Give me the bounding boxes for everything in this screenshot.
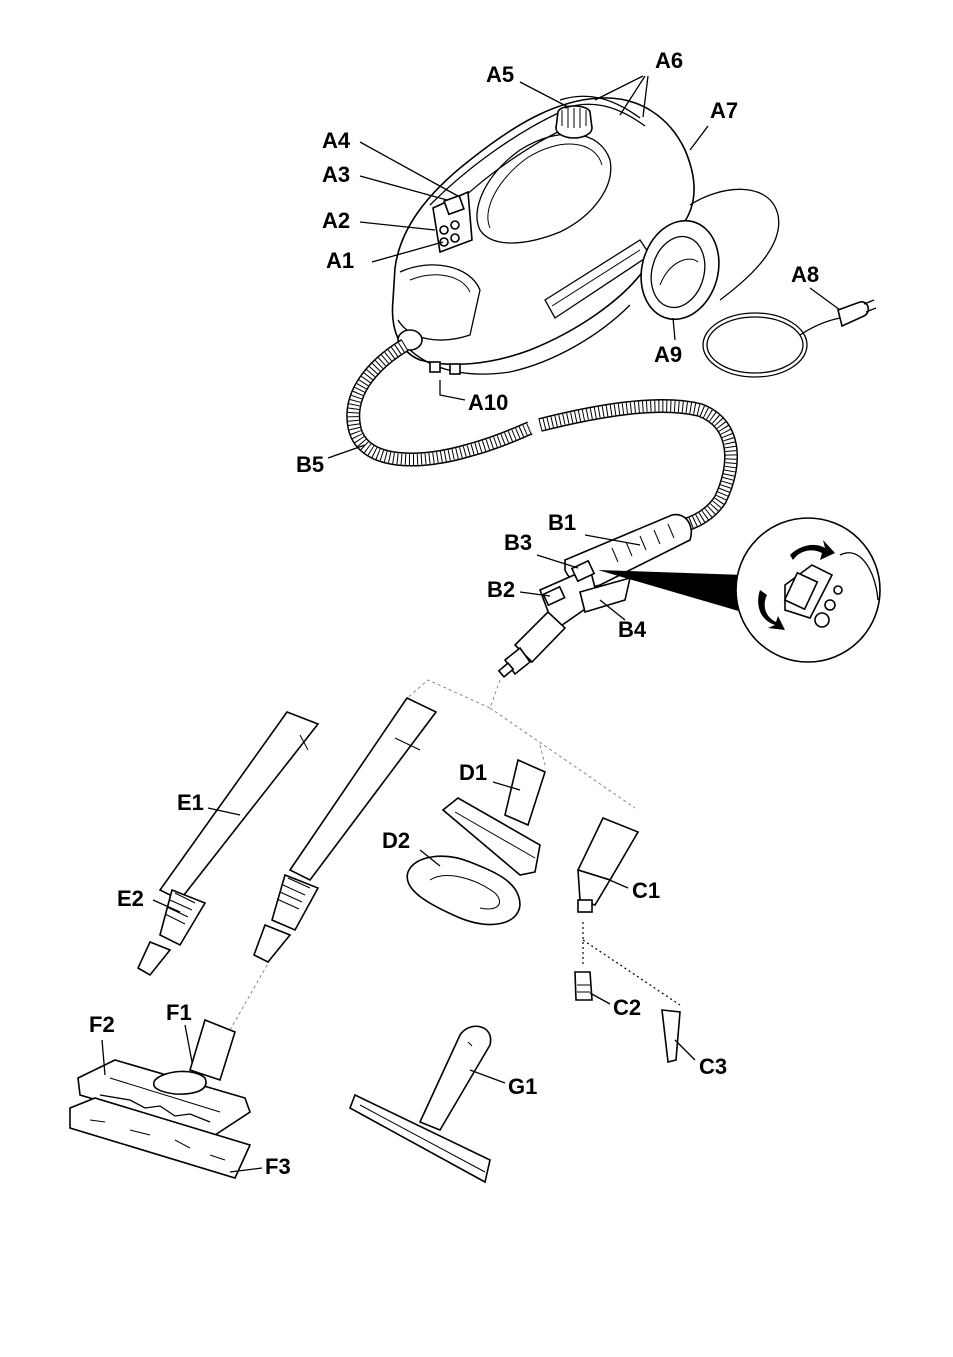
label-a10: A10 — [468, 390, 508, 415]
label-f2: F2 — [89, 1012, 115, 1037]
label-a3: A3 — [322, 162, 350, 187]
label-b4: B4 — [618, 617, 647, 642]
label-f3: F3 — [265, 1154, 291, 1179]
label-d2: D2 — [382, 828, 410, 853]
label-c1: C1 — [632, 878, 660, 903]
label-b3: B3 — [504, 530, 532, 555]
label-a7: A7 — [710, 98, 738, 123]
label-b5: B5 — [296, 452, 324, 477]
label-a6: A6 — [655, 48, 683, 73]
label-c3: C3 — [699, 1054, 727, 1079]
window-squeegee — [350, 1026, 491, 1182]
label-a4: A4 — [322, 128, 351, 153]
label-a9: A9 — [654, 342, 682, 367]
label-a5: A5 — [486, 62, 514, 87]
label-g1: G1 — [508, 1074, 537, 1099]
label-c2: C2 — [613, 995, 641, 1020]
label-e1: E1 — [177, 790, 204, 815]
label-b2: B2 — [487, 577, 515, 602]
power-cord — [690, 189, 876, 377]
label-a1: A1 — [326, 248, 354, 273]
steam-cleaner-unit — [392, 96, 729, 374]
label-a2: A2 — [322, 208, 350, 233]
label-b1: B1 — [548, 510, 576, 535]
label-e2: E2 — [117, 886, 144, 911]
steam-hose — [353, 345, 731, 525]
jet-nozzle — [575, 818, 680, 1062]
floor-tool — [70, 1020, 250, 1178]
label-f1: F1 — [166, 1000, 192, 1025]
label-d1: D1 — [459, 760, 487, 785]
label-a8: A8 — [791, 262, 819, 287]
